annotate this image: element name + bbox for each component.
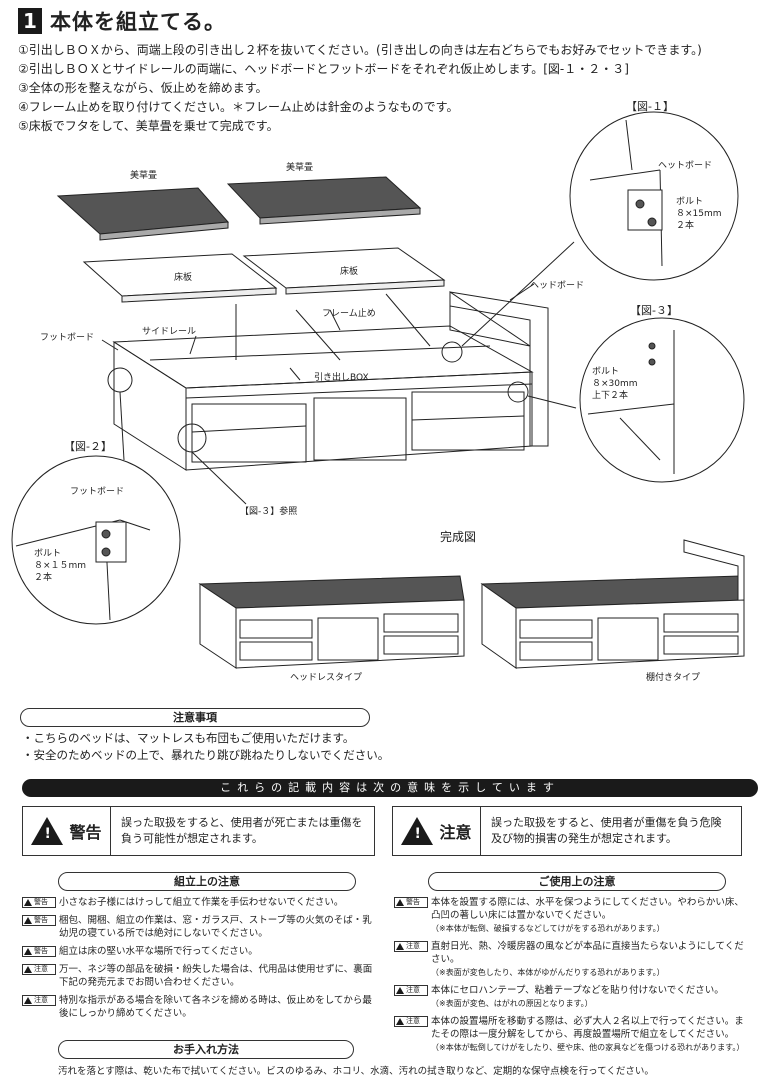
fig3-bolt-label: ボルト — [592, 367, 620, 377]
section-title-text: 本体を組立てる。 — [50, 10, 226, 34]
fig3-bolt-qty: 上下２本 — [592, 391, 629, 401]
list-item: 注意 特別な指示がある場合を除いて各ネジを締める時は、仮止めをしてから最後にしっ… — [22, 994, 377, 1020]
floorboard-right-label: 床板 — [340, 267, 359, 277]
section-title: 1 本体を組立てる。 — [18, 6, 226, 36]
completed-shelf-shape — [480, 539, 745, 669]
headboard-label: ヘッドボード — [530, 281, 585, 291]
fig1-detail — [569, 111, 739, 281]
notes-heading: 注意事項 — [20, 708, 370, 727]
fig1-headboard-label: ヘットボード — [658, 161, 713, 171]
badge: 注意 — [22, 995, 56, 1006]
warning-icon — [24, 948, 32, 955]
note-line-1: ・こちらのベッドは、マットレスも布団もご使用いただけます。 — [22, 731, 355, 745]
list-item: 注意 本体にセロハンテープ、粘着テープなどを貼り付けないでください。（※表面が変… — [394, 984, 744, 1010]
list-item: 注意 直射日光、熱、冷暖房器の風などが本品に直接当たらないようにしてください。（… — [394, 940, 744, 979]
footboard-label: フットボード — [40, 333, 95, 343]
notes-list: ・こちらのベッドは、マットレスも布団もご使用いただけます。 ・安全のためベッドの… — [22, 730, 389, 764]
caution-icon — [401, 817, 434, 845]
fig2-bolt-label: ボルト — [34, 549, 62, 559]
badge: 警告 — [22, 897, 56, 908]
tatami-right-shape — [226, 176, 422, 225]
tatami-left-label: 美草畳 — [130, 171, 158, 181]
fig3-label: 【図-３】 — [630, 304, 678, 317]
badge: 警告 — [394, 897, 428, 908]
badge: 注意 — [22, 964, 56, 975]
fig3-detail — [579, 317, 745, 483]
tatami-left-shape — [56, 187, 230, 241]
warning-icon — [24, 917, 32, 924]
frame-stop-label: フレーム止め — [322, 309, 376, 319]
badge: 警告 — [22, 915, 56, 926]
fig3-reference: 【図-３】参照 — [240, 507, 298, 517]
list-item: 警告 小さなお子様にはけっして組立て作業を手伝わせないでください。 — [22, 896, 377, 909]
fig1-label: 【図-１】 — [626, 100, 674, 113]
warning-icon — [396, 943, 404, 950]
badge: 注意 — [394, 985, 428, 996]
care-heading: お手入れ方法 — [58, 1040, 354, 1059]
care-text: 汚れを落とす際は、乾いた布で拭いてください。ビスのゆるみ、ホコリ、水滴、汚れの拭… — [58, 1066, 654, 1077]
usage-notes-heading: ご使用上の注意 — [428, 872, 726, 891]
floorboard-left-label: 床板 — [174, 273, 193, 283]
shelf-type-label: 棚付きタイプ — [646, 673, 701, 683]
warning-icon — [31, 817, 64, 845]
completed-title: 完成図 — [440, 530, 477, 544]
warning-icon — [396, 1018, 404, 1025]
floorboard-right-shape — [242, 247, 446, 295]
warning-icon — [396, 899, 404, 906]
list-item: 注意 本体の設置場所を移動する際は、必ず大人２名以上で行ってください。またその際… — [394, 1015, 744, 1054]
warning-word: 警告 — [69, 823, 102, 842]
headboard-shape — [449, 291, 549, 447]
fig1-bolt-size: ８×15mm — [676, 209, 722, 219]
step-4: ④フレーム止めを取り付けてください。＊フレーム止めは針金のようなものです。 — [18, 100, 459, 114]
fig2-bolt-qty: ２本 — [34, 573, 53, 583]
note-line-2: ・安全のためベッドの上で、暴れたり跳び跳ねたりしないでください。 — [22, 748, 390, 762]
side-rail-label: サイドレール — [142, 327, 197, 337]
list-item: 警告 組立は床の堅い水平な場所で行ってください。 — [22, 945, 377, 958]
caution-text: 誤った取扱をすると、使用者が重傷を負う危険及び物的損害の発生が想定されます。 — [491, 816, 722, 845]
step-3: ③全体の形を整えながら、仮止めを締めます。 — [18, 81, 268, 95]
fig2-label: 【図-２】 — [64, 440, 112, 453]
fig2-bolt-size: ８×１５mm — [34, 561, 87, 571]
caution-box: 注意 誤った取扱をすると、使用者が重傷を負う危険及び物的損害の発生が想定されます… — [392, 806, 742, 856]
assembly-steps: ①引出しＢＯＸから、両端上段の引き出し２杯を抜いてください。(引き出しの向きは左… — [18, 41, 768, 136]
warning-icon — [396, 987, 404, 994]
fig2-footboard-label: フットボード — [70, 487, 125, 497]
warning-icon — [24, 966, 32, 973]
headless-type-label: ヘッドレスタイプ — [290, 673, 363, 683]
tatami-right-label: 美草畳 — [286, 163, 314, 173]
usage-notes-list: 警告 本体を設置する際には、水平を保つようにしてください。やわらかい床、凸凹の著… — [394, 896, 744, 1059]
drawer-box-label: 引き出しBOX — [314, 373, 369, 383]
step-2: ②引出しＢＯＸとサイドレールの両端に、ヘッドボードとフットボードをそれぞれ仮止め… — [18, 62, 629, 76]
assembly-diagram — [11, 111, 745, 669]
list-item: 警告 梱包、開梱、組立の作業は、窓・ガラス戸、ストーブ等の火気のそば・乳幼児の寝… — [22, 914, 377, 940]
warning-icon — [24, 899, 32, 906]
badge: 注意 — [394, 941, 428, 952]
badge: 注意 — [394, 1016, 428, 1027]
floorboard-left-shape — [82, 253, 278, 303]
fig1-bolt-qty: ２本 — [676, 221, 695, 231]
assembly-notes-list: 警告 小さなお子様にはけっして組立て作業を手伝わせないでください。 警告 梱包、… — [22, 896, 377, 1025]
warning-text: 誤った取扱をすると、使用者が死亡または重傷を負う可能性が想定されます。 — [121, 816, 363, 845]
warning-box: 警告 誤った取扱をすると、使用者が死亡または重傷を負う可能性が想定されます。 — [22, 806, 375, 856]
list-item: 警告 本体を設置する際には、水平を保つようにしてください。やわらかい床、凸凹の著… — [394, 896, 744, 935]
completed-headless-shape — [198, 575, 465, 669]
meaning-bar: これらの記載内容は次の意味を示しています — [22, 779, 758, 797]
list-item: 注意 万一、ネジ等の部品を破損・紛失した場合は、代用品は使用せずに、裏面下記の発… — [22, 963, 377, 989]
assembly-notes-heading: 組立上の注意 — [58, 872, 356, 891]
section-number: 1 — [18, 8, 42, 34]
fig2-detail — [11, 455, 181, 625]
step-5: ⑤床板でフタをして、美草畳を乗せて完成です。 — [18, 119, 279, 133]
frame-body-shape — [112, 325, 534, 471]
badge: 警告 — [22, 946, 56, 957]
caution-word: 注意 — [439, 823, 472, 842]
step-1: ①引出しＢＯＸから、両端上段の引き出し２杯を抜いてください。(引き出しの向きは左… — [18, 43, 702, 57]
fig1-bolt-label: ボルト — [676, 197, 704, 207]
fig3-bolt-size: ８×30mm — [592, 379, 638, 389]
warning-icon — [24, 997, 32, 1004]
